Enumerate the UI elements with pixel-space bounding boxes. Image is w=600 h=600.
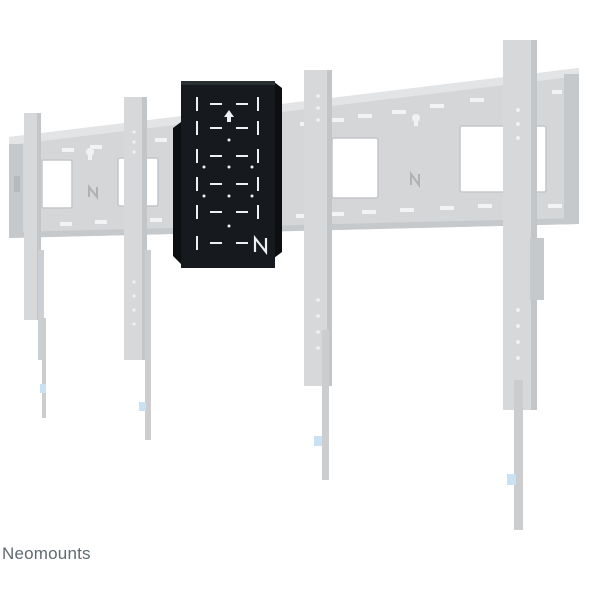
vertical-arm-3: [304, 70, 332, 480]
up-arrow-icon: [224, 110, 234, 122]
rail-slots: [60, 90, 562, 226]
blue-label-tag-icon: [507, 474, 516, 485]
vertical-arm-1: [24, 113, 46, 418]
black-accessory-plate: [173, 81, 282, 268]
brand-wordmark: Neomounts: [2, 544, 91, 563]
neomounts-logo-icon: [253, 234, 268, 256]
blue-label-tag-icon: [139, 402, 146, 411]
vertical-arm-4: [503, 40, 544, 530]
vertical-arm-2: [124, 97, 151, 440]
blue-label-tag-icon: [314, 436, 322, 446]
keyhole-icon: [86, 114, 420, 160]
rail-logo-icon: [88, 170, 420, 200]
blue-label-tag-icon: [40, 384, 46, 393]
